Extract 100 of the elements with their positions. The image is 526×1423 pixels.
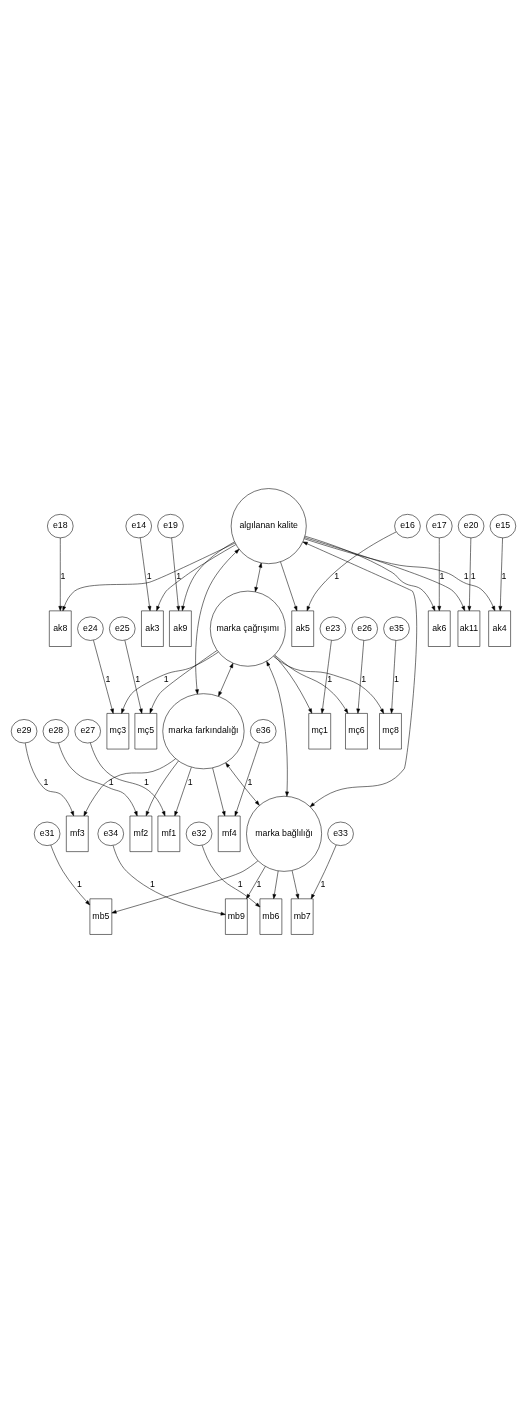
arrow — [274, 654, 348, 714]
arrow — [272, 656, 384, 714]
edge-label: 1 — [43, 776, 48, 787]
node-box: ak5 — [290, 610, 314, 647]
arrow — [139, 537, 151, 611]
arrow — [120, 651, 219, 714]
arrow — [225, 762, 260, 806]
node-box: mf4 — [217, 815, 240, 852]
edge-label: 1 — [320, 879, 325, 890]
arrow — [201, 845, 260, 908]
arrow — [245, 866, 266, 899]
edge-label: 1 — [187, 776, 193, 787]
node-box: mç5 — [134, 713, 157, 750]
arrow — [302, 541, 417, 807]
node-box: mç1 — [307, 713, 331, 750]
arrow — [111, 860, 258, 914]
arrow — [253, 562, 262, 592]
arrow — [320, 640, 332, 714]
node-box: ak6 — [427, 610, 451, 647]
edge-label: 1 — [105, 674, 110, 685]
arrow — [279, 561, 297, 612]
arrow — [155, 544, 236, 611]
node-box: ak8 — [48, 610, 72, 647]
arrow — [83, 758, 176, 817]
arrow — [306, 531, 396, 612]
arrow — [170, 537, 180, 611]
arrow — [437, 537, 441, 611]
node-circle: e31 — [33, 821, 60, 846]
arrow — [355, 640, 364, 714]
node-box: mç8 — [378, 713, 402, 750]
node-box: ak4 — [487, 610, 511, 647]
node-circle: e23 — [319, 616, 346, 641]
node-circle: e14 — [125, 514, 152, 539]
edge-label: 1 — [146, 571, 152, 582]
edge-label: 1 — [163, 674, 169, 685]
node-circle: e25 — [108, 616, 135, 641]
node-circle: marka bağlılığı — [245, 795, 322, 872]
node-circle: e19 — [156, 514, 184, 539]
arrow — [180, 541, 235, 611]
arrow — [194, 549, 239, 695]
edge-label: 1 — [134, 674, 140, 685]
arrow — [57, 537, 62, 611]
node-box: mb9 — [224, 898, 248, 935]
node-box: mb6 — [259, 898, 282, 935]
edge-label: 1 — [108, 776, 114, 787]
arrow — [272, 870, 278, 900]
node-circle: e27 — [74, 719, 101, 744]
arrow — [57, 742, 137, 817]
node-circle: e24 — [76, 616, 104, 641]
node-box: ak9 — [168, 610, 192, 647]
arrow — [24, 742, 74, 817]
node-circle: e26 — [351, 616, 378, 641]
arrow — [124, 640, 143, 714]
node-box: mç6 — [344, 713, 368, 750]
arrow — [149, 650, 217, 714]
node-box: mf2 — [129, 815, 152, 852]
node-circle: e33 — [326, 821, 354, 846]
arrow — [498, 537, 503, 611]
node-circle: e35 — [382, 616, 410, 641]
arrow — [291, 870, 299, 899]
node-box: ak11 — [457, 610, 480, 647]
arrow — [92, 640, 114, 714]
edge-label: 1 — [360, 674, 366, 685]
edge-label: 1 — [175, 571, 181, 582]
edge-label: 1 — [255, 879, 261, 890]
node-box: mf3 — [65, 815, 89, 852]
edge-label: 1 — [76, 879, 82, 890]
edge-label: 1 — [60, 571, 65, 582]
edge-label: 1 — [439, 571, 444, 582]
node-circle: e34 — [97, 821, 124, 846]
arrow — [389, 640, 396, 714]
arrow — [89, 742, 165, 817]
arrow — [234, 742, 260, 817]
arrow — [211, 767, 225, 817]
edge-label: 1 — [326, 674, 332, 685]
edge-label: 1 — [470, 571, 476, 582]
node-circle: e36 — [249, 719, 276, 744]
edge-label: 1 — [463, 571, 469, 582]
edge-label: 1 — [247, 776, 253, 787]
node-circle: e20 — [457, 514, 484, 539]
edge-label: 1 — [333, 571, 339, 582]
arrow — [265, 661, 289, 797]
edge-label: 1 — [393, 674, 399, 685]
node-box: mb5 — [89, 898, 112, 935]
edge-label: 1 — [143, 776, 149, 787]
arrow — [50, 844, 90, 906]
node-circle: e29 — [10, 719, 37, 744]
node-circle: e32 — [185, 821, 212, 846]
arrow — [467, 537, 471, 611]
edge-label: 1 — [237, 879, 243, 890]
arrow — [62, 542, 235, 612]
node-box: mf1 — [157, 815, 180, 852]
arrow — [303, 537, 465, 611]
node-circle: e28 — [42, 719, 69, 744]
arrow — [217, 663, 233, 697]
arrow — [303, 538, 495, 611]
arrow — [304, 535, 435, 611]
node-box: mb7 — [290, 898, 313, 935]
edge-label: 1 — [501, 571, 506, 582]
node-circle: e18 — [46, 514, 73, 539]
